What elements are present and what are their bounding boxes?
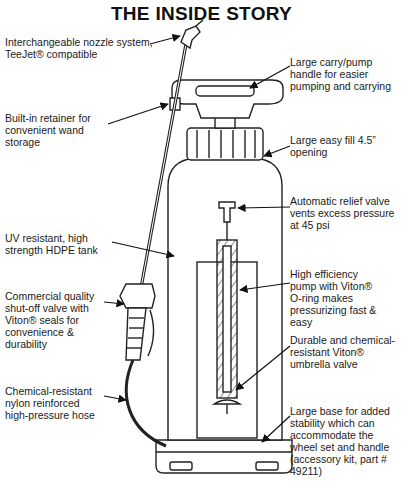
leader-arrow (112, 242, 174, 256)
base-foot (170, 462, 192, 470)
gun-lever (148, 310, 154, 356)
cap-rib (244, 130, 245, 158)
grip-rib (129, 317, 144, 318)
grip-rib (127, 347, 141, 348)
leader-arrow (262, 416, 290, 442)
cap-rib (254, 130, 255, 158)
callout-label: Commercial quality shut-off valve with V… (5, 290, 105, 350)
leader-arrow (236, 346, 290, 390)
leader-arrow (238, 207, 290, 208)
fill-cap (187, 128, 263, 160)
callout-label: Large base for added stability which can… (290, 405, 402, 477)
valve-stem (226, 404, 227, 414)
callout-label: Automatic relief valve vents excess pres… (290, 195, 402, 231)
leader-arrow (150, 36, 180, 44)
leader-arrow (250, 66, 290, 88)
callout-label: Built-in retainer for convenient wand st… (5, 112, 113, 148)
base-foot (256, 462, 278, 470)
tank-body (168, 158, 282, 440)
cap-rib (220, 130, 221, 158)
spray-wand (141, 44, 186, 288)
cap-rib (232, 130, 233, 158)
callout-label: Chemical-resistant nylon reinforced high… (5, 385, 105, 421)
pump-cylinder-core (223, 246, 231, 392)
callout-label: UV resistant, high strength HDPE tank (5, 232, 111, 256)
umbrella-valve (214, 400, 240, 404)
callout-label: Durable and chemical-resistant Viton® um… (290, 334, 402, 370)
cap-rib (208, 130, 209, 158)
grip-rib (129, 327, 143, 328)
spray-wand-core (141, 44, 186, 288)
gun-grip (126, 308, 146, 360)
leader-arrow (240, 283, 290, 290)
leader-arrow (108, 104, 168, 124)
callout-label: High efficiency pump with Viton® O-ring … (290, 268, 385, 328)
cap-rib (196, 130, 197, 158)
leader-arrow (104, 396, 126, 400)
pump-handle (172, 80, 283, 118)
diagram-title: THE INSIDE STORY (0, 3, 403, 25)
callout-label: Large easy fill 4.5” opening (290, 134, 400, 158)
pump-cylinder (217, 240, 237, 398)
callout-label: Interchangeable nozzle system, TeeJet® c… (5, 36, 165, 60)
leader-arrow (264, 146, 290, 156)
tank-base (156, 440, 292, 473)
leader-arrow (104, 302, 124, 304)
handle-grip (196, 86, 254, 96)
nozzle (181, 26, 200, 48)
spray-hose (126, 360, 166, 446)
shut-off-valve (120, 284, 155, 308)
relief-valve (219, 202, 235, 222)
grip-rib (128, 337, 142, 338)
callout-label: Large carry/pump handle for easier pumpi… (290, 56, 398, 92)
relief-valve-stem (226, 222, 227, 240)
base-rib (156, 451, 292, 452)
